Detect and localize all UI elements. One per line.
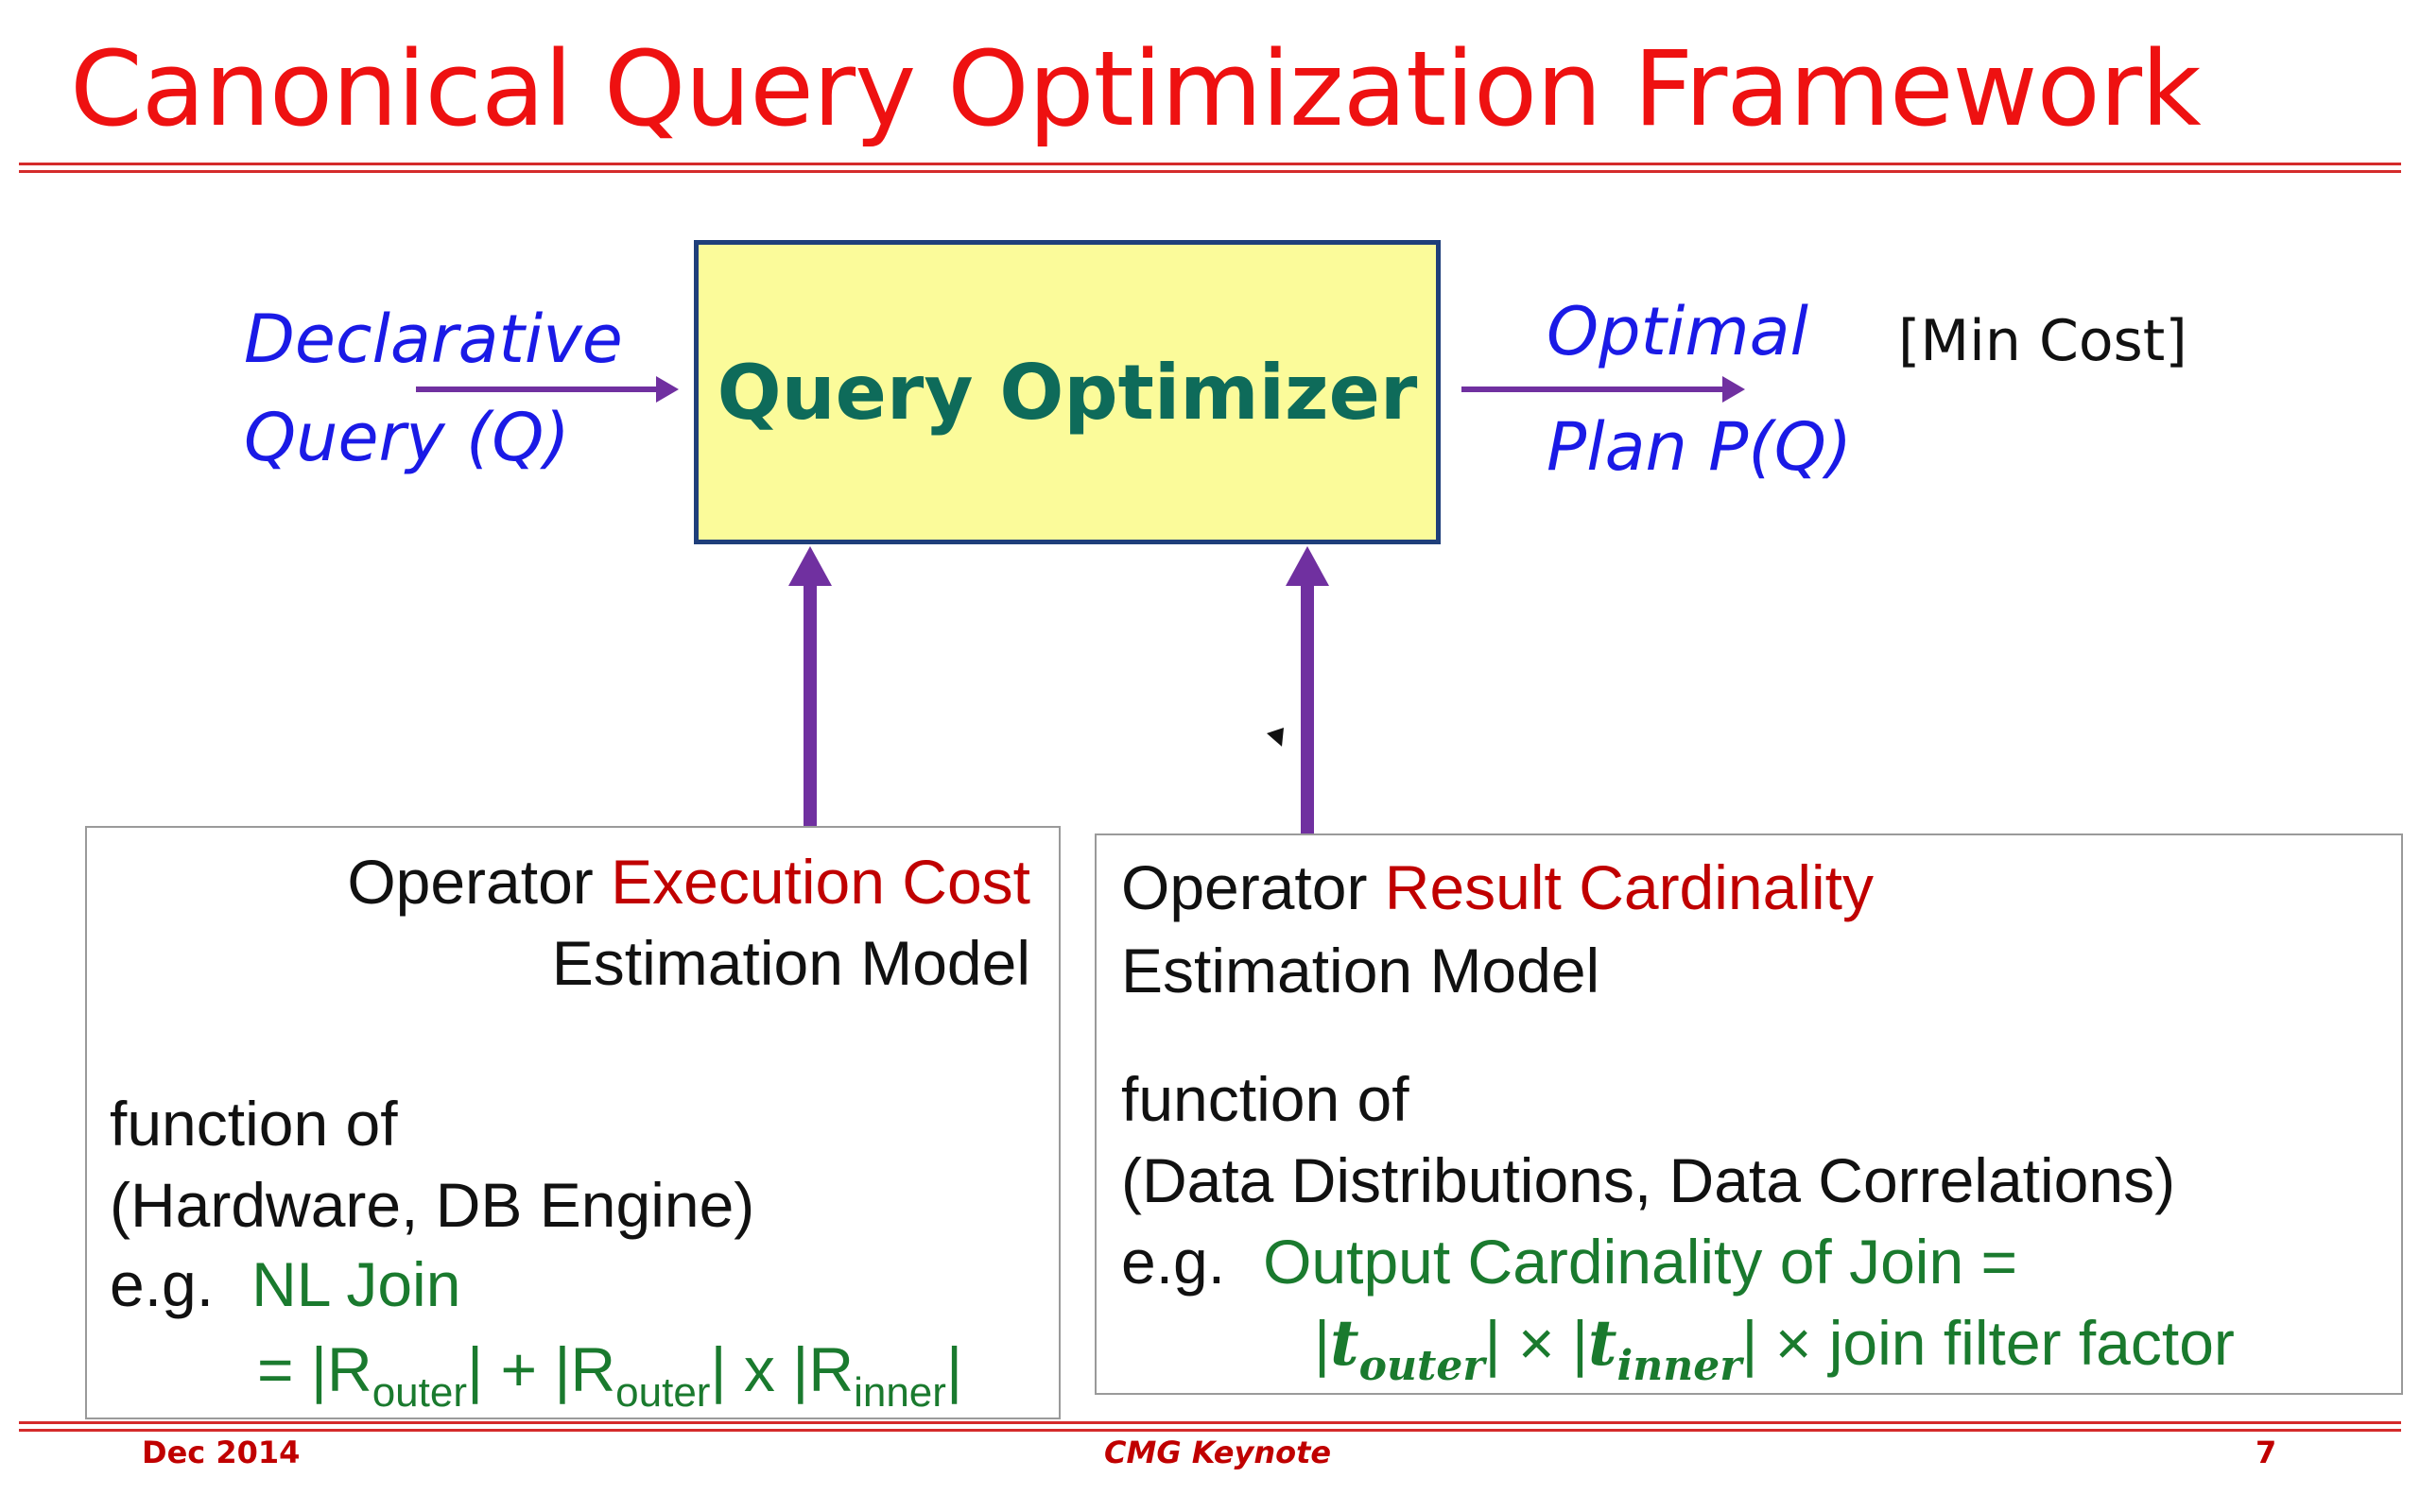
formula-sub-inner: inner [1616, 1342, 1742, 1390]
formula-part-1: = |R [257, 1334, 372, 1404]
footer-page-number: 7 [2256, 1435, 2277, 1470]
cost-factors: (Hardware, DB Engine) [110, 1170, 755, 1240]
cardinality-formula: |touter| × |tinner| × join filter factor [1314, 1312, 2235, 1387]
cost-function-of: function of [110, 1089, 398, 1159]
formula-part-2: | + |R [466, 1334, 616, 1404]
cost-model-arrow [788, 546, 832, 832]
input-arrow [416, 376, 679, 403]
nl-join-formula: = |Router| + |Router| x |Rinner| [257, 1338, 962, 1414]
cost-model-line1: Operator Execution Cost [85, 850, 1030, 913]
input-label-line2: Query (Q) [244, 399, 570, 476]
formula-part-3: | x |R [710, 1334, 855, 1404]
title-rule-bottom [19, 170, 2401, 173]
formula-t-inner: t [1588, 1306, 1617, 1380]
formula-sub-outer: outer [1358, 1342, 1485, 1390]
output-cardinality-label: Output Cardinality of Join = [1263, 1227, 2018, 1297]
nl-join-label: NL Join [251, 1249, 461, 1319]
footer-event: CMG Keynote [1104, 1435, 1332, 1470]
cost-example-prefix: e.g. [110, 1249, 215, 1319]
cardinality-model-arrow [1286, 546, 1329, 835]
formula-bar-2: | × | [1484, 1308, 1589, 1378]
cost-model-prefix: Operator [347, 847, 612, 917]
optimizer-label: Query Optimizer [717, 348, 1418, 437]
output-label-line1: Optimal [1547, 293, 1808, 370]
formula-end: | × join filter factor [1741, 1308, 2235, 1378]
result-cardinality-highlight: Result Cardinality [1384, 852, 1875, 922]
cardinality-model-line1: Operator Result Cardinality [1121, 856, 1874, 919]
title-rule-top [19, 163, 2401, 165]
execution-cost-model-box [85, 826, 1061, 1419]
cardinality-model-prefix: Operator [1121, 852, 1385, 922]
mouse-cursor-icon [1267, 728, 1284, 747]
footer-rule-bottom [19, 1429, 2401, 1432]
output-arrow [1461, 376, 1745, 403]
formula-t-outer: t [1330, 1306, 1359, 1380]
min-cost-note: [Min Cost] [1898, 308, 2187, 374]
formula-bar-1: | [1314, 1308, 1331, 1378]
formula-part-4: | [945, 1334, 963, 1404]
formula-sub-outer-2: outer [615, 1369, 711, 1416]
input-label-line1: Declarative [244, 301, 623, 378]
output-label-line2: Plan P(Q) [1547, 408, 1853, 486]
query-optimizer-box: Query Optimizer [694, 240, 1441, 544]
cardinality-model-line2: Estimation Model [1121, 936, 1600, 1005]
cardinality-example: e.g.Output Cardinality of Join = [1121, 1230, 2017, 1293]
footer-rule-top [19, 1421, 2401, 1424]
cardinality-example-prefix: e.g. [1121, 1227, 1226, 1297]
formula-sub-outer-1: outer [372, 1369, 467, 1416]
result-cardinality-model-box [1095, 833, 2403, 1395]
cardinality-factors: (Data Distributions, Data Correlations) [1121, 1145, 2176, 1215]
footer-date: Dec 2014 [142, 1435, 301, 1470]
slide-title: Canonical Query Optimization Framework [70, 28, 2202, 149]
execution-cost-highlight: Execution Cost [611, 847, 1030, 917]
cost-example: e.g.NL Join [110, 1253, 460, 1315]
cost-model-line2: Estimation Model [551, 928, 1030, 998]
cardinality-function-of: function of [1121, 1064, 1409, 1134]
formula-sub-inner: inner [854, 1369, 946, 1416]
